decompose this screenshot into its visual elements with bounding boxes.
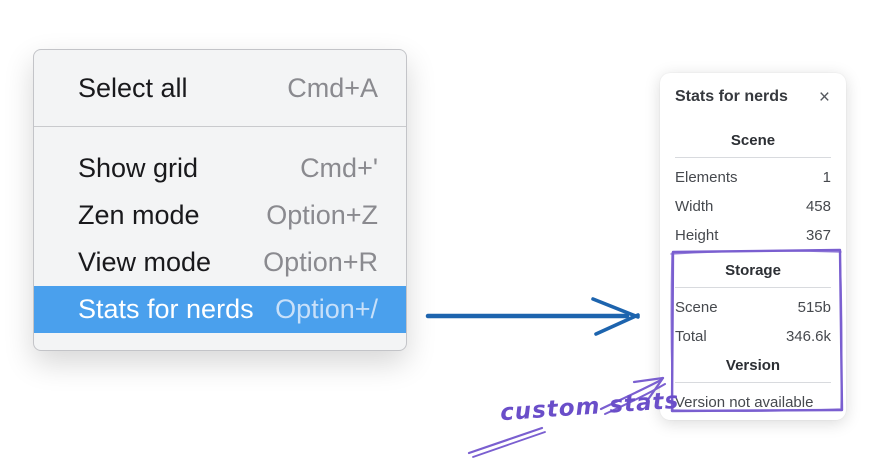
menu-group-bottom: Show grid Cmd+' Zen mode Option+Z View m… bbox=[34, 127, 406, 350]
menu-item-view-mode[interactable]: View mode Option+R bbox=[34, 239, 406, 286]
menu-item-show-grid[interactable]: Show grid Cmd+' bbox=[34, 145, 406, 192]
menu-item-label: Select all bbox=[78, 73, 188, 103]
menu-item-label: Stats for nerds bbox=[78, 294, 254, 324]
menu-item-shortcut: Cmd+' bbox=[300, 153, 378, 183]
menu-item-stats-for-nerds[interactable]: Stats for nerds Option+/ bbox=[34, 286, 406, 333]
stat-row-scene-storage: Scene 515b bbox=[675, 293, 831, 322]
section-divider bbox=[675, 157, 831, 158]
stat-value: 458 bbox=[805, 198, 831, 215]
menu-separator bbox=[34, 126, 406, 127]
stat-row-total-storage: Total 346.6k bbox=[675, 322, 831, 351]
menu-group-top: Select all Cmd+A bbox=[34, 50, 406, 126]
menu-item-shortcut: Option+R bbox=[263, 247, 378, 277]
stat-row-height: Height 367 bbox=[675, 221, 831, 250]
close-button[interactable]: × bbox=[818, 88, 831, 107]
menu-item-label: Show grid bbox=[78, 153, 199, 183]
context-menu: Select all Cmd+A Show grid Cmd+' Zen mod… bbox=[33, 49, 407, 351]
section-heading-scene: Scene bbox=[730, 132, 776, 149]
stat-label: Height bbox=[675, 227, 719, 244]
annotation-arrow bbox=[599, 376, 666, 415]
version-note: Version not available bbox=[675, 394, 814, 411]
stat-row-elements: Elements 1 bbox=[675, 163, 831, 192]
annotation-label: custom stats bbox=[499, 387, 681, 427]
menu-item-label: Zen mode bbox=[78, 200, 200, 230]
section-divider bbox=[675, 287, 831, 288]
panel-title: Stats for nerds bbox=[675, 88, 788, 105]
stat-value: 346.6k bbox=[785, 328, 831, 345]
stat-label: Total bbox=[675, 328, 707, 345]
menu-item-select-all[interactable]: Select all Cmd+A bbox=[34, 65, 406, 112]
section-divider bbox=[675, 382, 831, 383]
stat-label: Elements bbox=[675, 169, 738, 186]
stat-value: 367 bbox=[805, 227, 831, 244]
menu-item-shortcut: Option+Z bbox=[266, 200, 378, 230]
section-heading-version: Version bbox=[725, 357, 781, 374]
annotation-tail-line bbox=[467, 426, 546, 458]
menu-item-shortcut: Option+/ bbox=[275, 294, 378, 324]
menu-item-zen-mode[interactable]: Zen mode Option+Z bbox=[34, 192, 406, 239]
stat-label: Scene bbox=[675, 299, 718, 316]
menu-item-shortcut: Cmd+A bbox=[287, 73, 378, 103]
stat-label: Width bbox=[675, 198, 714, 215]
stat-value: 515b bbox=[797, 299, 831, 316]
stat-row-width: Width 458 bbox=[675, 192, 831, 221]
stats-for-nerds-panel: Stats for nerds × Scene Elements 1 Width… bbox=[660, 73, 846, 420]
flow-arrow bbox=[425, 297, 640, 336]
close-icon: × bbox=[818, 86, 830, 108]
panel-header: Stats for nerds × bbox=[675, 87, 831, 107]
stat-value: 1 bbox=[822, 169, 831, 186]
section-heading-storage: Storage bbox=[725, 262, 781, 279]
menu-item-label: View mode bbox=[78, 247, 212, 277]
